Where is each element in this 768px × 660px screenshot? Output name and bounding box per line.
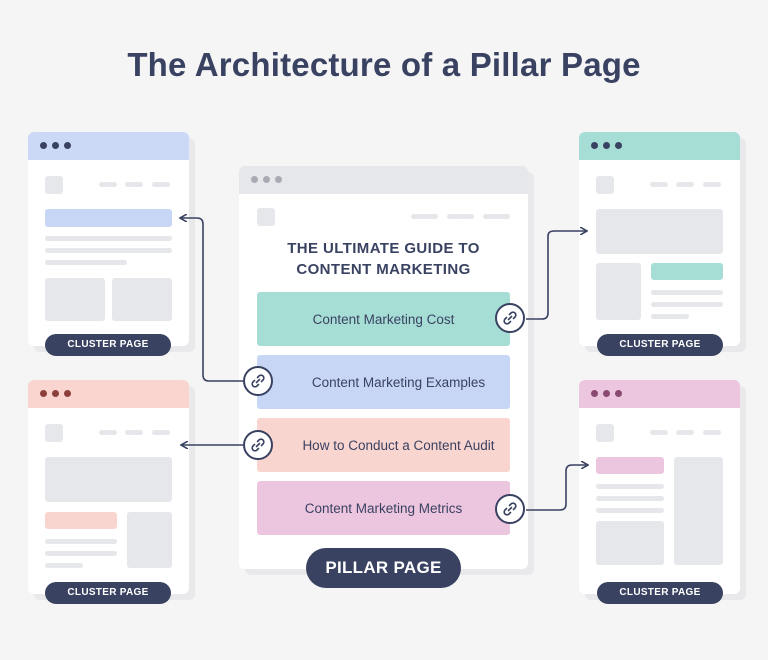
window-titlebar xyxy=(579,132,740,160)
arrow-icon xyxy=(526,465,587,511)
text-line xyxy=(45,551,117,556)
cluster-window-bottom-right xyxy=(579,380,740,594)
topic-label: How to Conduct a Content Audit xyxy=(302,437,495,453)
window-dots xyxy=(251,176,282,183)
image-placeholder xyxy=(596,263,641,320)
pillar-heading: THE ULTIMATE GUIDE TO CONTENT MARKETING xyxy=(239,238,528,280)
nav-placeholder xyxy=(99,430,117,435)
nav-placeholder xyxy=(125,430,143,435)
text-line xyxy=(45,539,117,544)
window-dots xyxy=(40,142,71,149)
logo-placeholder xyxy=(257,208,275,226)
chain-link-icon xyxy=(495,494,525,524)
window-titlebar xyxy=(28,380,189,408)
topic-content-audit[interactable]: How to Conduct a Content Audit xyxy=(257,418,510,472)
linked-heading-highlight xyxy=(651,263,723,280)
text-line xyxy=(651,314,689,319)
logo-placeholder xyxy=(45,424,63,442)
hero-placeholder xyxy=(45,457,172,502)
nav-placeholder xyxy=(703,430,721,435)
logo-placeholder xyxy=(596,176,614,194)
chain-link-icon xyxy=(243,430,273,460)
nav-placeholder xyxy=(152,182,170,187)
linked-heading-highlight xyxy=(45,209,172,227)
text-line xyxy=(596,508,664,513)
image-placeholder xyxy=(45,278,105,321)
cluster-window-bottom-left xyxy=(28,380,189,594)
text-line xyxy=(596,496,664,501)
topic-label: Content Marketing Cost xyxy=(312,311,455,327)
linked-heading-highlight xyxy=(45,512,117,529)
nav-placeholder xyxy=(99,182,117,187)
window-dots xyxy=(40,390,71,397)
cluster-page-badge: CLUSTER PAGE xyxy=(597,582,723,604)
image-placeholder xyxy=(112,278,172,321)
nav-placeholder xyxy=(411,214,438,219)
chain-link-icon xyxy=(243,366,273,396)
text-line xyxy=(596,484,664,489)
nav-placeholder xyxy=(125,182,143,187)
cluster-page-badge: CLUSTER PAGE xyxy=(45,582,171,604)
pillar-page-badge: PILLAR PAGE xyxy=(306,548,461,588)
topic-content-marketing-metrics[interactable]: Content Marketing Metrics xyxy=(257,481,510,535)
nav-placeholder xyxy=(483,214,510,219)
cluster-window-top-right xyxy=(579,132,740,346)
text-line xyxy=(45,248,172,253)
logo-placeholder xyxy=(596,424,614,442)
logo-placeholder xyxy=(45,176,63,194)
text-line xyxy=(45,236,172,241)
arrow-icon xyxy=(526,231,586,320)
nav-placeholder xyxy=(650,182,668,187)
topic-content-marketing-cost[interactable]: Content Marketing Cost xyxy=(257,292,510,346)
window-dots xyxy=(591,142,622,149)
text-line xyxy=(45,260,127,265)
topic-label: Content Marketing Examples xyxy=(311,374,486,390)
pillar-heading-line-1: THE ULTIMATE GUIDE TO xyxy=(287,240,480,257)
nav-placeholder xyxy=(152,430,170,435)
window-dots xyxy=(591,390,622,397)
nav-placeholder xyxy=(676,182,694,187)
pillar-heading-line-2: CONTENT MARKETING xyxy=(296,261,471,278)
text-line xyxy=(651,302,723,307)
text-line xyxy=(651,290,723,295)
image-placeholder xyxy=(596,521,664,565)
linked-heading-highlight xyxy=(596,457,664,474)
nav-placeholder xyxy=(447,214,474,219)
sidebar-placeholder xyxy=(674,457,723,565)
nav-placeholder xyxy=(650,430,668,435)
text-line xyxy=(45,563,83,568)
image-placeholder xyxy=(127,512,172,568)
diagram-title: The Architecture of a Pillar Page xyxy=(127,46,641,83)
cluster-page-badge: CLUSTER PAGE xyxy=(45,334,171,356)
window-titlebar xyxy=(239,166,528,194)
window-titlebar xyxy=(579,380,740,408)
chain-link-icon xyxy=(495,303,525,333)
nav-placeholder xyxy=(676,430,694,435)
topic-content-marketing-examples[interactable]: Content Marketing Examples xyxy=(257,355,510,409)
arrow-icon xyxy=(181,218,243,382)
nav-placeholder xyxy=(703,182,721,187)
hero-placeholder xyxy=(596,209,723,254)
cluster-window-top-left xyxy=(28,132,189,346)
cluster-page-badge: CLUSTER PAGE xyxy=(597,334,723,356)
window-titlebar xyxy=(28,132,189,160)
topic-label: Content Marketing Metrics xyxy=(304,500,463,516)
